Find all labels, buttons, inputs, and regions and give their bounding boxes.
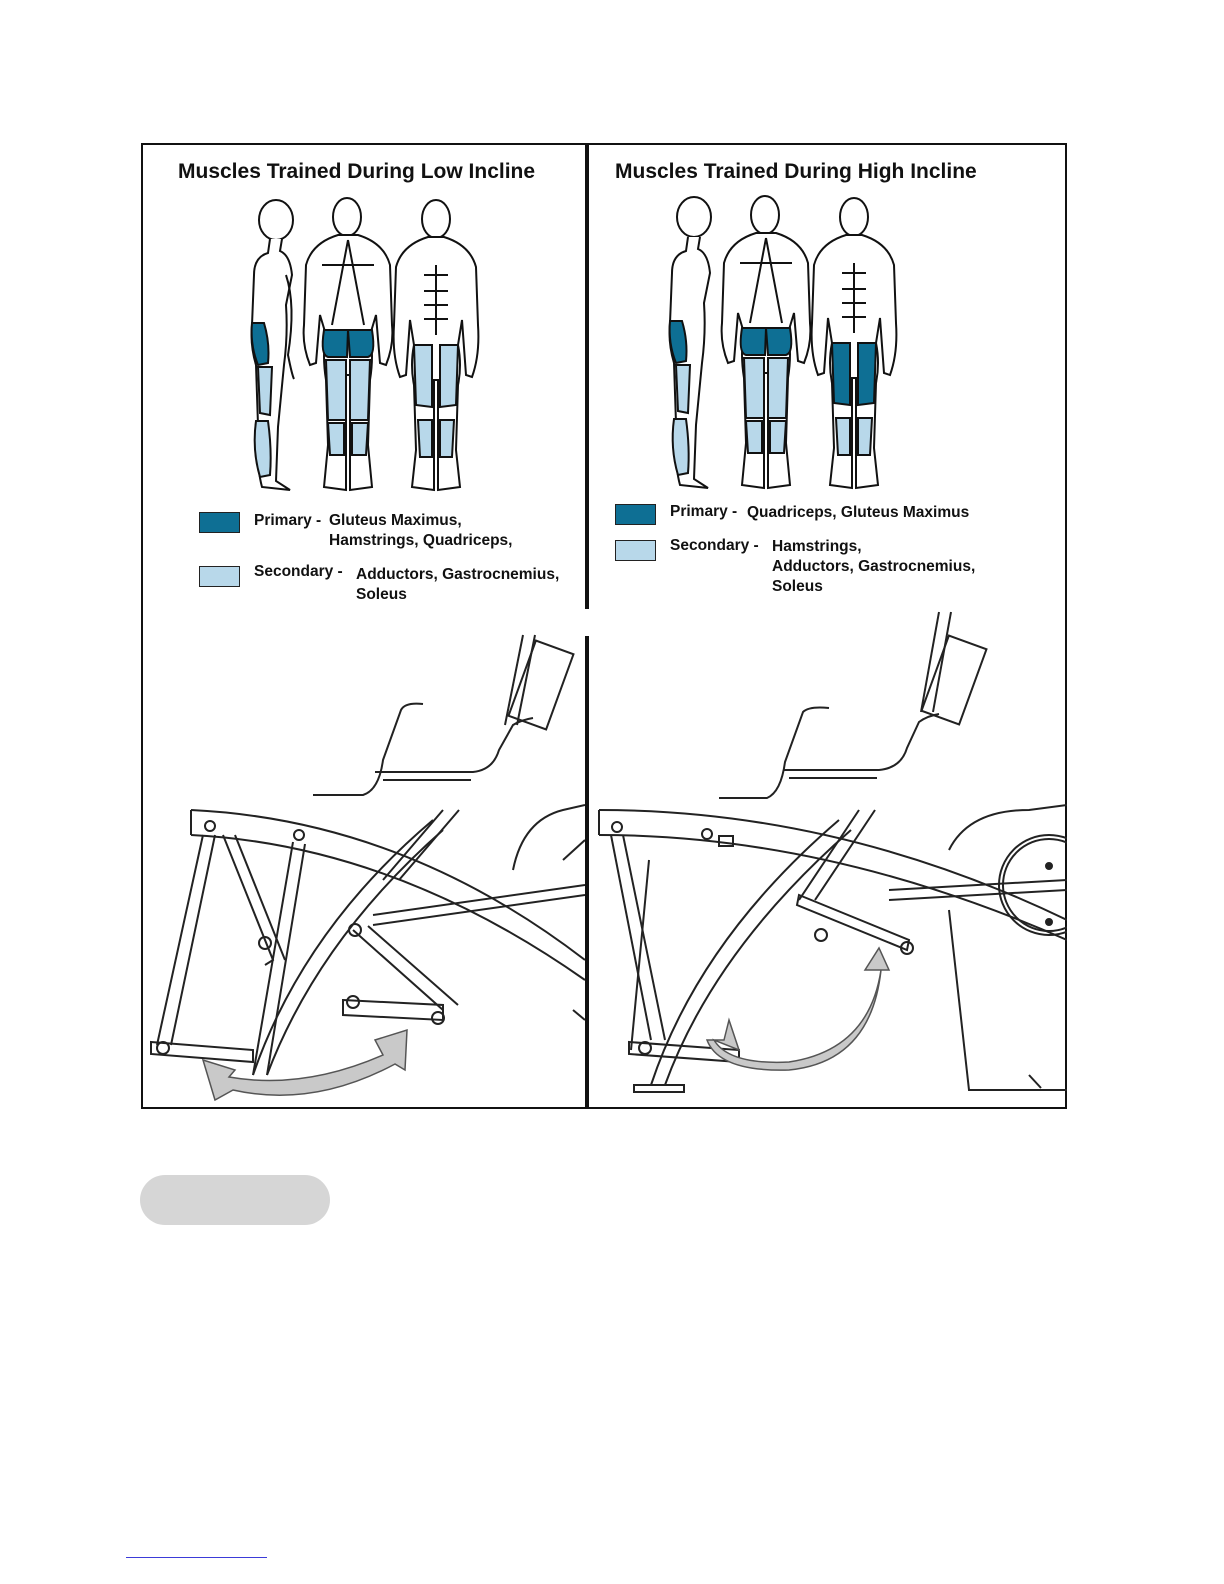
section-tab-blank (140, 1175, 330, 1225)
primary-label: Primary - (254, 512, 321, 530)
primary-muscles-line-1: Quadriceps, Gluteus Maximus (747, 503, 969, 523)
motion-arrow (707, 948, 889, 1070)
primary-muscles-line-2: Hamstrings, Quadriceps, (329, 531, 512, 551)
low-incline-machine-illustration (143, 630, 585, 1107)
primary-muscles-line-1: Gluteus Maximus, (329, 511, 462, 531)
secondary-muscles-line-2: Soleus (356, 585, 407, 605)
high-incline-muscle-figures (658, 195, 908, 495)
back-view-figure (304, 198, 393, 490)
side-view-figure (252, 200, 295, 490)
side-view-figure (670, 197, 712, 488)
low-incline-muscle-figures (240, 195, 490, 495)
high-incline-machine-illustration (589, 610, 1067, 1107)
secondary-color-swatch (199, 566, 240, 587)
back-view-figure (722, 196, 811, 488)
secondary-label: Secondary - (670, 537, 759, 555)
panel-divider-top (585, 143, 589, 609)
secondary-muscles-line-3: Soleus (772, 577, 823, 597)
secondary-muscles-line-1: Adductors, Gastrocnemius, (356, 565, 559, 585)
footer-underline (126, 1557, 267, 1558)
front-view-figure (394, 200, 479, 490)
low-incline-title: Muscles Trained During Low Incline (178, 160, 535, 184)
secondary-muscles-line-1: Hamstrings, (772, 537, 862, 557)
secondary-muscles-line-2: Adductors, Gastrocnemius, (772, 557, 975, 577)
primary-color-swatch (615, 504, 656, 525)
front-view-figure (812, 198, 897, 488)
primary-color-swatch (199, 512, 240, 533)
motion-arrow (203, 1030, 407, 1100)
secondary-label: Secondary - (254, 563, 343, 581)
primary-label: Primary - (670, 503, 737, 521)
high-incline-title: Muscles Trained During High Incline (615, 160, 977, 184)
secondary-color-swatch (615, 540, 656, 561)
